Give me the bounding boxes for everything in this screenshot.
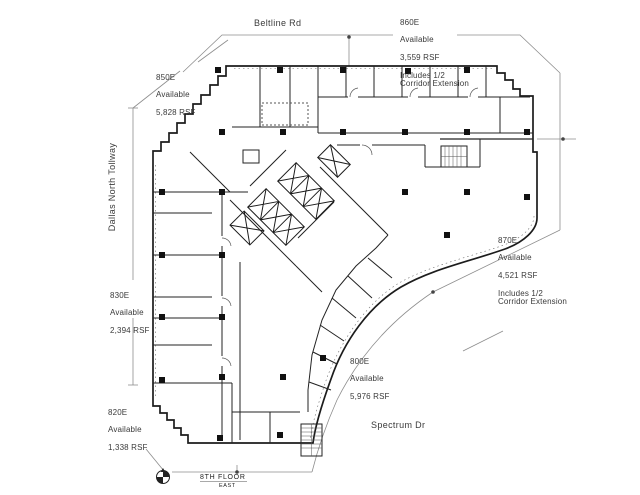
suite-status: Available xyxy=(156,90,190,100)
suite-area: 2,394 RSF xyxy=(110,325,150,335)
diagonal-corridor-walls xyxy=(189,151,389,267)
north-arrow-icon xyxy=(156,468,170,484)
office-partitions-left xyxy=(153,191,248,384)
suite-status: Available xyxy=(498,253,532,263)
stair-south-treads xyxy=(301,424,322,456)
plan-title-floor: 8TH FLOOR xyxy=(200,473,246,481)
utility-room xyxy=(242,149,260,164)
office-partitions-top xyxy=(317,66,501,133)
interior-walls xyxy=(153,66,533,457)
elevator-bank-1 xyxy=(277,162,335,220)
suite-label-850E: 850E Available 5,828 RSF xyxy=(156,65,196,127)
street-corner-nw xyxy=(132,70,181,109)
street-line-beltline xyxy=(182,34,393,73)
street-corner-se xyxy=(432,229,561,293)
core-lobby-walls xyxy=(249,149,335,293)
suite-number: 800E xyxy=(350,356,370,366)
street-corner-sw xyxy=(145,448,165,472)
corridor-wall-leftwing xyxy=(221,192,241,440)
suite-status: Available xyxy=(350,374,384,384)
building-outline xyxy=(152,65,538,444)
suite-label-820E: 820E Available 1,338 RSF xyxy=(108,400,148,462)
street-label-beltline: Beltline Rd xyxy=(254,18,302,28)
leader-dots xyxy=(235,35,565,474)
exterior-wall xyxy=(152,65,538,444)
suite-note: Includes 1/2 Corridor Extension xyxy=(400,70,469,89)
corridor-wall-curve xyxy=(307,234,389,412)
rooms-topleft xyxy=(232,66,318,128)
suite-area: 1,338 RSF xyxy=(108,442,148,452)
suite-area: 3,559 RSF xyxy=(400,52,440,62)
street-line-beltline-east xyxy=(457,34,561,74)
core-stair-north xyxy=(317,144,351,178)
suite-status: Available xyxy=(400,35,434,45)
suite-status: Available xyxy=(108,425,142,435)
suite-number: 820E xyxy=(108,407,128,417)
door-arcs xyxy=(221,87,479,367)
stair-east-treads xyxy=(441,146,467,167)
suite-label-800E: 800E Available 5,976 RSF xyxy=(350,349,390,411)
leader-800e xyxy=(462,330,504,352)
columns-layer xyxy=(159,67,530,441)
core-rooms-right xyxy=(337,139,481,168)
plan-title-direction: EAST xyxy=(219,482,236,489)
elevator-core xyxy=(229,144,351,246)
suite-area: 5,828 RSF xyxy=(156,107,196,117)
street-label-spectrum: Spectrum Dr xyxy=(371,420,426,430)
suite-label-830E: 830E Available 2,394 RSF xyxy=(110,283,150,345)
leader-850e xyxy=(197,39,229,63)
suite-note: Includes 1/2 Corridor Extension xyxy=(498,288,567,307)
street-label-tollway: Dallas North Tollway xyxy=(107,142,117,232)
radial-partitions xyxy=(308,257,393,391)
street-curve-spectrum xyxy=(311,291,434,473)
suite-number: 830E xyxy=(110,290,130,300)
suite-number: 860E xyxy=(400,17,420,27)
suite-label-860E: 860E Available 3,559 RSF Includes 1/2 Co… xyxy=(400,10,492,98)
suite-status: Available xyxy=(110,308,144,318)
core-stair-west xyxy=(229,210,265,246)
suite-area: 4,521 RSF xyxy=(498,270,538,280)
suite-number: 870E xyxy=(498,235,518,245)
rooms-bottomleft xyxy=(231,383,300,443)
conference-dashed-wall xyxy=(261,102,309,126)
facade-mullions-curve xyxy=(309,215,535,441)
suite-area: 5,976 RSF xyxy=(350,391,390,401)
suite-label-870E: 870E Available 4,521 RSF Includes 1/2 Co… xyxy=(498,228,590,316)
street-lines xyxy=(128,34,576,482)
elevator-bank-2 xyxy=(247,188,305,246)
suite-number: 850E xyxy=(156,72,176,82)
